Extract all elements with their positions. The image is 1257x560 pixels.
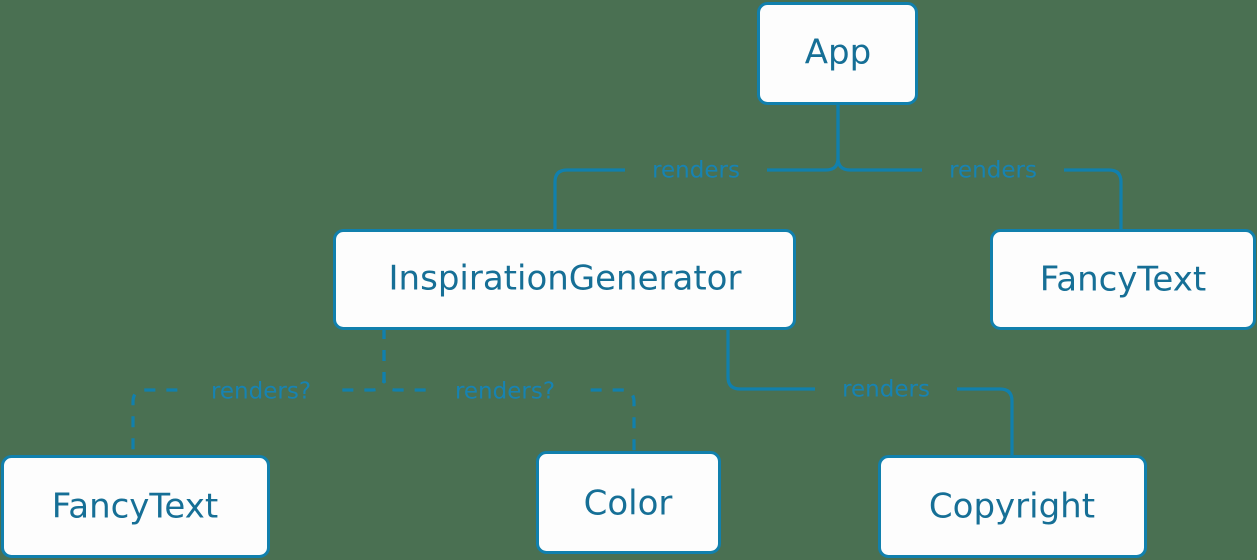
edge-label-bg-3: [183, 374, 339, 408]
node-copyright-label: Copyright: [929, 487, 1095, 527]
edge-label-app-fancytext: renders: [949, 158, 1037, 184]
edge-label-bg-1: [625, 153, 767, 187]
node-color-box[interactable]: [536, 451, 721, 554]
node-color-label: Color: [584, 484, 673, 524]
node-fancytext-right[interactable]: FancyText: [990, 229, 1256, 330]
edge-label-app-inspirationgenerator: renders: [652, 158, 740, 184]
edge-label-bg-4: [427, 374, 583, 408]
node-app-box[interactable]: [757, 2, 918, 105]
node-copyright[interactable]: Copyright: [878, 455, 1147, 558]
node-copyright-box[interactable]: [878, 455, 1147, 558]
node-inspiration-generator[interactable]: InspirationGenerator: [333, 229, 796, 330]
edge-label-bg-5: [815, 373, 957, 407]
node-app-label: App: [805, 33, 871, 73]
node-fancytext-bottom-box[interactable]: [1, 455, 270, 558]
node-color[interactable]: Color: [536, 451, 721, 554]
node-fancytext-bottom[interactable]: FancyText: [1, 455, 270, 558]
node-app[interactable]: App: [757, 2, 918, 105]
node-inspiration-generator-label: InspirationGenerator: [389, 259, 742, 299]
edge-label-inspirationgenerator-color: renders?: [455, 379, 555, 405]
node-fancytext-right-box[interactable]: [990, 229, 1256, 330]
node-fancytext-bottom-label: FancyText: [52, 487, 218, 527]
edge-label-inspirationgenerator-copyright: renders: [842, 377, 930, 403]
edge-label-bg-2: [922, 153, 1064, 187]
node-inspiration-generator-box[interactable]: [333, 229, 796, 330]
node-fancytext-right-label: FancyText: [1040, 260, 1206, 300]
edge-label-inspirationgenerator-fancytext: renders?: [211, 379, 311, 405]
